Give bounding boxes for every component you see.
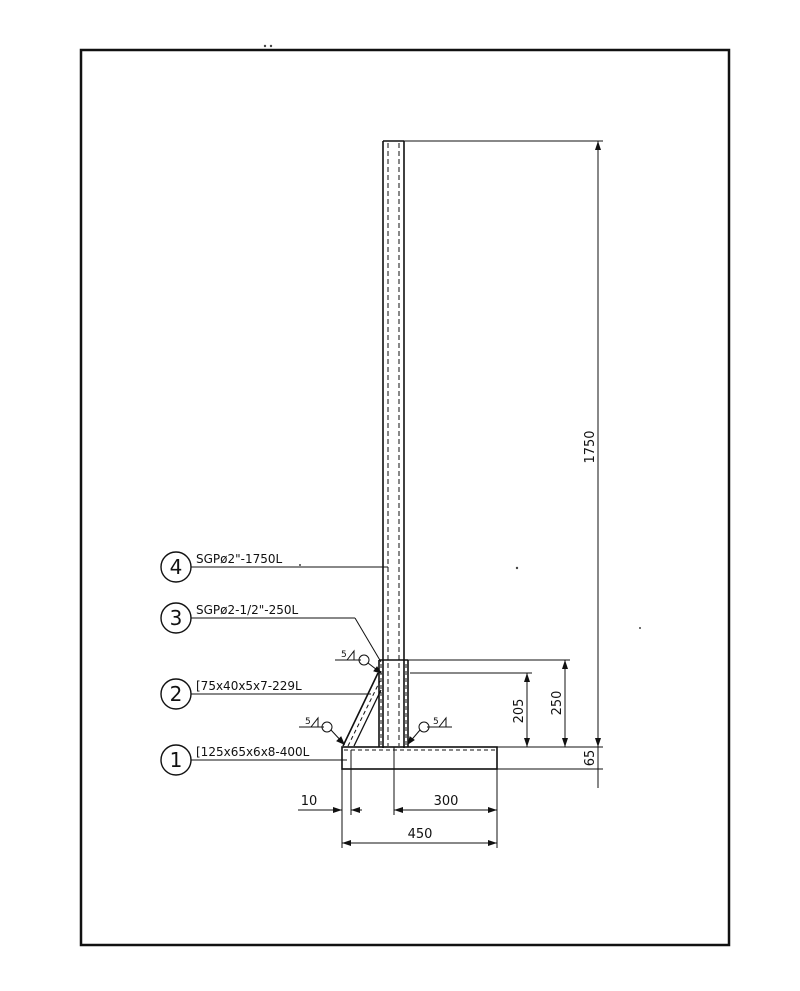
callout-number: 1: [170, 748, 183, 772]
dimension-lines: [298, 140, 603, 848]
scan-specks: [263, 44, 641, 629]
callout-part-4: 4 SGPø2"-1750L: [160, 551, 388, 583]
weld-symbol-left: 5: [299, 716, 345, 745]
callout-number: 4: [170, 555, 183, 579]
dim-205: 205: [512, 699, 527, 724]
base-channel: [341, 746, 498, 770]
weld-symbol-upper: 5: [335, 649, 383, 674]
callout-part-1: 1 [125x65x6x8-400L: [160, 744, 347, 776]
dim-10: 10: [301, 794, 318, 809]
callout-number: 2: [170, 682, 183, 706]
dim-250: 250: [550, 691, 565, 716]
weld-size: 5: [341, 650, 347, 660]
callout-spec: SGPø2-1/2"-250L: [196, 603, 299, 617]
sheet-border: [79, 48, 731, 947]
weld-size: 5: [305, 717, 311, 727]
callout-spec: SGPø2"-1750L: [196, 552, 283, 566]
callout-spec: [125x65x6x8-400L: [196, 745, 310, 759]
dimension-arrows: [333, 141, 601, 846]
callout-number: 3: [170, 606, 183, 630]
callout-part-3: 3 SGPø2-1/2"-250L: [160, 602, 382, 663]
dim-1750: 1750: [583, 430, 598, 463]
post-pipe: [382, 140, 405, 748]
dim-300: 300: [434, 794, 459, 809]
dim-450: 450: [408, 827, 433, 842]
callout-spec: [75x40x5x7-229L: [196, 679, 302, 693]
weld-size: 5: [433, 717, 439, 727]
sleeve-pipe: [378, 659, 409, 747]
weld-symbol-right: 5: [407, 716, 452, 746]
dim-65: 65: [583, 750, 598, 767]
brace-channel: [342, 672, 382, 747]
callout-part-2: 2 [75x40x5x7-229L: [160, 678, 371, 710]
